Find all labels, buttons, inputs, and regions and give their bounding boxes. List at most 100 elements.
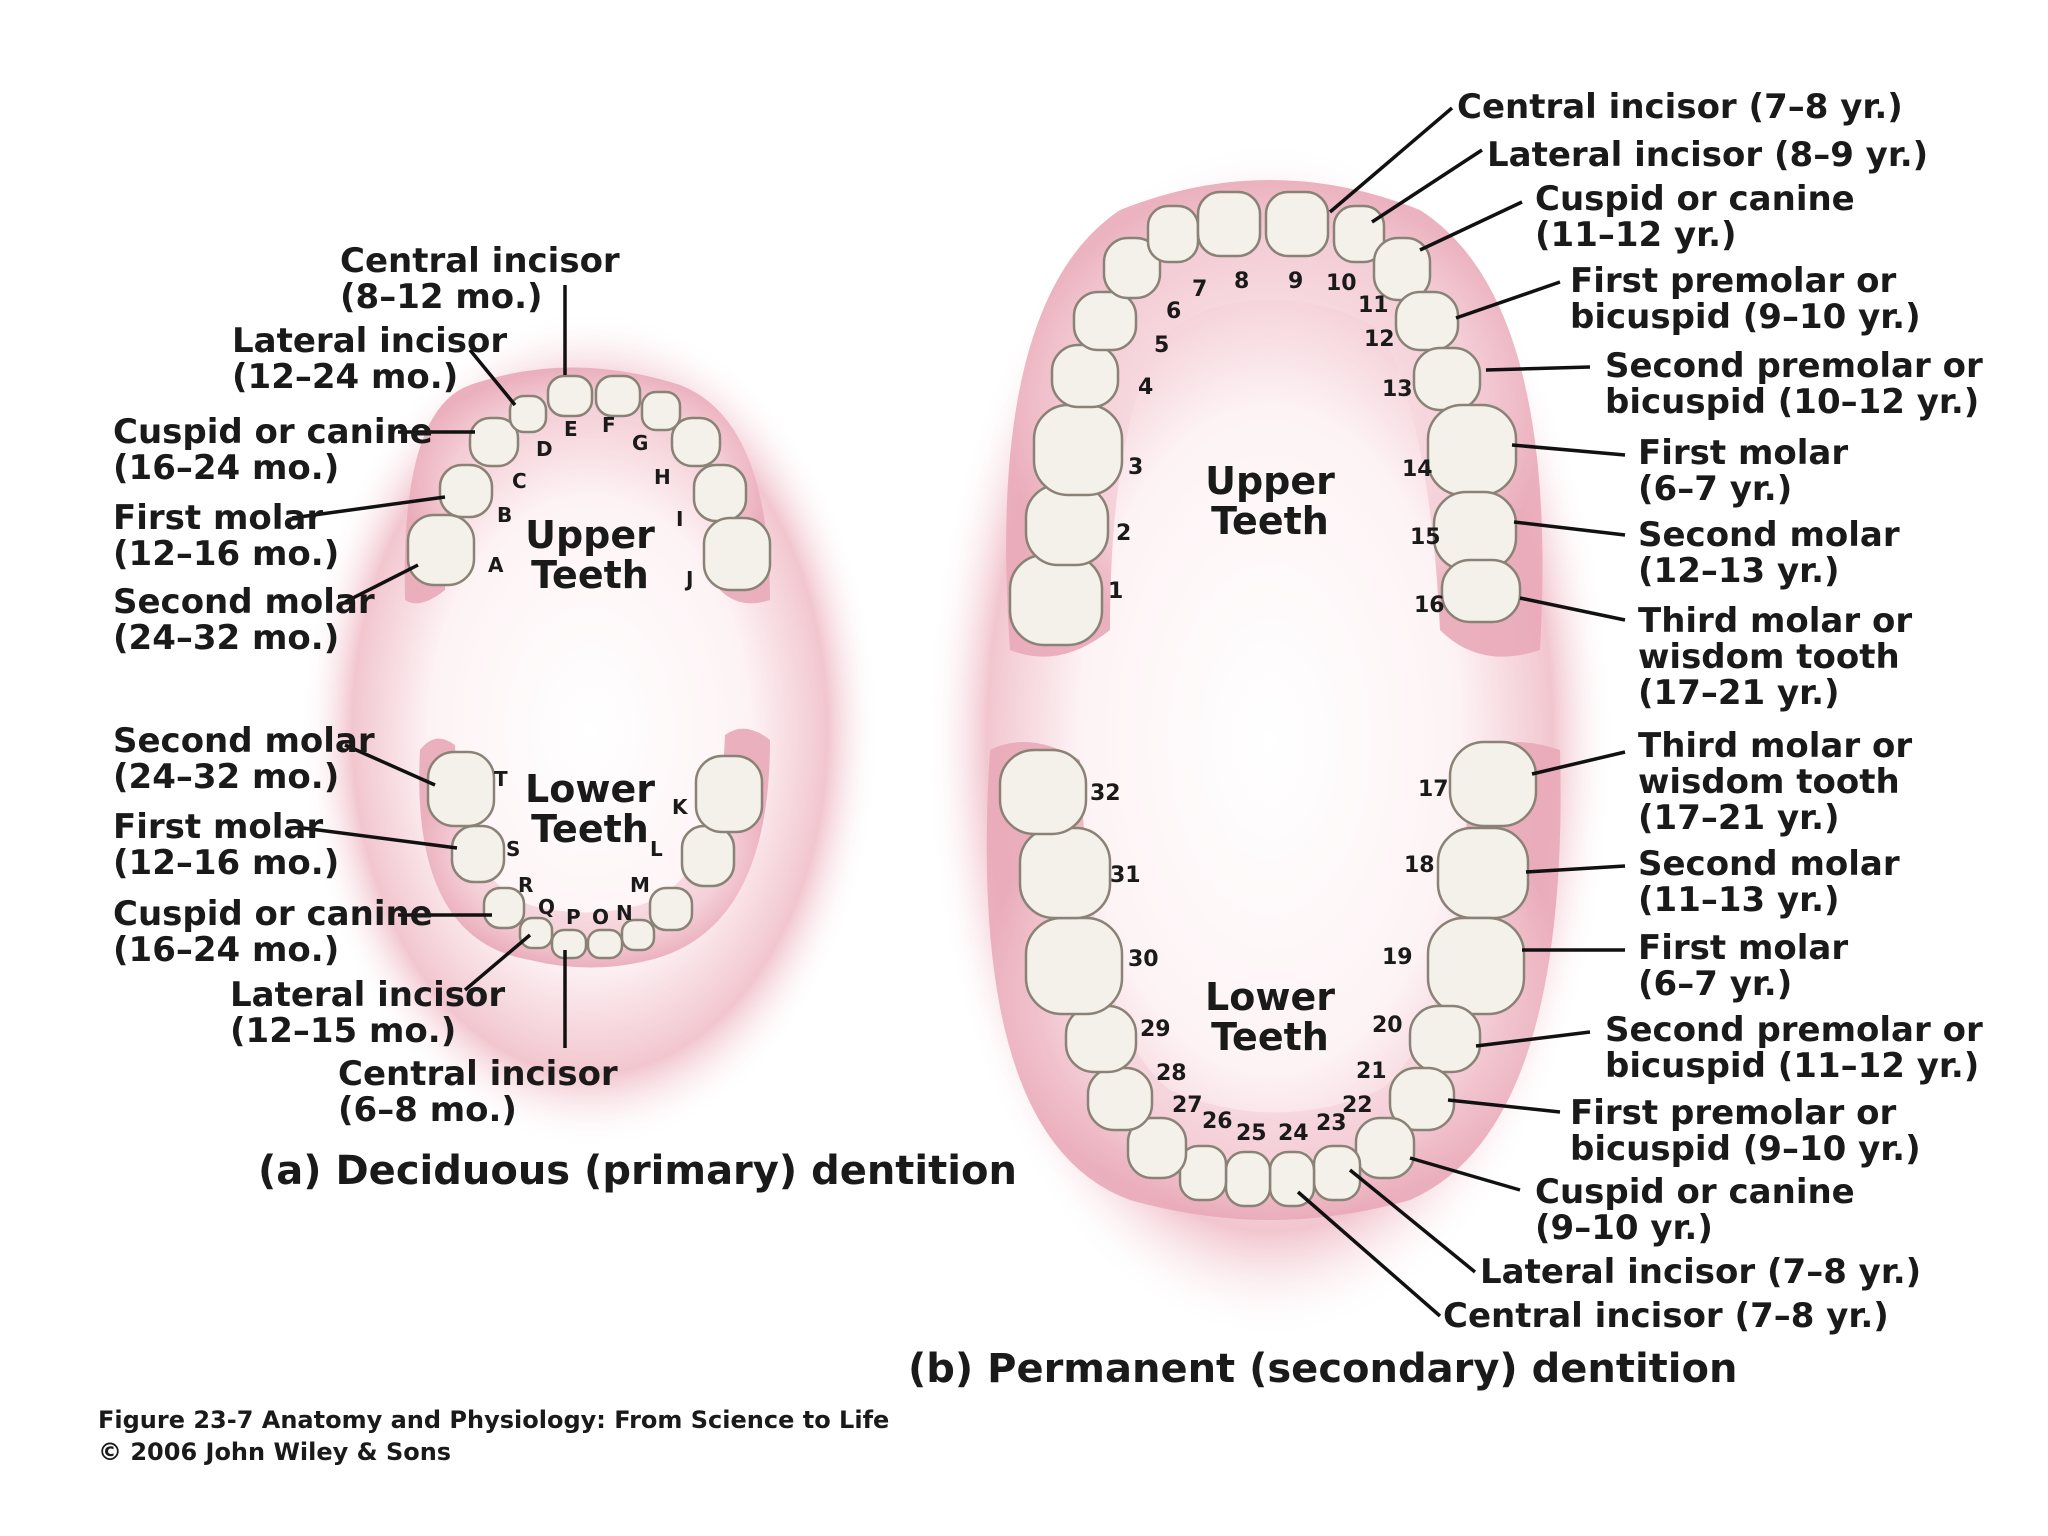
label-u-second-premolar-age: bicuspid (10–12 yr.) xyxy=(1605,382,1979,422)
permanent-dentition: 1 2 3 4 5 6 7 8 9 10 11 12 13 14 15 16 1… xyxy=(908,87,1983,1392)
tooth-letter: I xyxy=(676,507,683,531)
tooth-20 xyxy=(1408,1004,1482,1074)
label-l-third-molar-age: (17–21 yr.) xyxy=(1638,798,1840,838)
leader-line xyxy=(1348,1168,1477,1274)
label-upper-cuspid-age: (16–24 mo.) xyxy=(113,448,339,488)
permanent-upper-teeth xyxy=(1008,190,1522,647)
label-upper-cuspid: Cuspid or canine xyxy=(113,412,433,452)
label-l-second-molar-age: (11–13 yr.) xyxy=(1638,880,1840,920)
label-upper-second-molar: Second molar xyxy=(113,582,375,622)
tooth-7 xyxy=(1146,204,1200,264)
leader-line xyxy=(1511,443,1626,457)
tooth-number: 6 xyxy=(1166,299,1181,324)
leader-line xyxy=(344,563,419,604)
tooth-letter: K xyxy=(672,795,689,819)
tooth-number: 16 xyxy=(1414,593,1445,618)
tooth-number: 15 xyxy=(1410,525,1441,550)
tooth-letter: H xyxy=(654,465,671,489)
label-lower-cuspid: Cuspid or canine xyxy=(113,894,433,934)
label-l-first-premolar: First premolar or xyxy=(1570,1093,1896,1133)
label-l-second-premolar: Second premolar or xyxy=(1605,1010,1983,1050)
label-upper-first-molar-age: (12–16 mo.) xyxy=(113,534,339,574)
tooth-number: 28 xyxy=(1156,1061,1187,1086)
tooth-R xyxy=(482,886,526,930)
tooth-number: 23 xyxy=(1316,1111,1347,1136)
deciduous-upper-title: Teeth xyxy=(531,553,649,597)
label-u-cuspid: Cuspid or canine xyxy=(1535,179,1855,219)
caption-permanent: (b) Permanent (secondary) dentition xyxy=(908,1346,1737,1392)
tooth-L xyxy=(680,824,736,888)
label-upper-first-molar: First molar xyxy=(113,498,323,538)
tooth-number: 12 xyxy=(1364,327,1395,352)
tooth-letter: A xyxy=(488,553,504,577)
tooth-A xyxy=(406,513,476,587)
label-l-first-molar-age: (6–7 yr.) xyxy=(1638,964,1792,1004)
label-l-second-molar: Second molar xyxy=(1638,844,1900,884)
tooth-11 xyxy=(1372,236,1432,302)
label-lower-second-molar-age: (24–32 mo.) xyxy=(113,757,339,797)
figure-credit: Figure 23-7 Anatomy and Physiology: From… xyxy=(98,1406,889,1434)
tooth-number: 1 xyxy=(1108,579,1123,604)
label-l-third-molar-2: wisdom tooth xyxy=(1638,762,1900,802)
tooth-number: 5 xyxy=(1154,333,1169,358)
label-lower-lateral-incisor: Lateral incisor xyxy=(230,975,505,1015)
permanent-lower-title: Teeth xyxy=(1211,1015,1329,1059)
label-u-first-premolar: First premolar or xyxy=(1570,261,1896,301)
tooth-3 xyxy=(1032,403,1124,497)
label-l-first-molar: First molar xyxy=(1638,928,1848,968)
permanent-upper-title: Upper xyxy=(1205,459,1335,503)
tooth-letter: P xyxy=(566,905,581,929)
label-lower-first-molar: First molar xyxy=(113,807,323,847)
tooth-4 xyxy=(1050,343,1120,409)
tooth-19 xyxy=(1426,916,1526,1016)
tooth-number: 25 xyxy=(1236,1121,1267,1146)
tooth-26 xyxy=(1178,1144,1228,1202)
label-u-first-molar: First molar xyxy=(1638,433,1848,473)
tooth-2 xyxy=(1024,483,1110,567)
tooth-9 xyxy=(1264,190,1330,258)
tooth-number: 2 xyxy=(1116,521,1131,546)
tooth-number: 27 xyxy=(1172,1093,1203,1118)
tooth-number: 4 xyxy=(1138,375,1153,400)
tooth-number: 31 xyxy=(1110,863,1141,888)
tooth-15 xyxy=(1432,490,1518,572)
leader-line xyxy=(1531,750,1626,776)
tooth-number: 24 xyxy=(1278,1121,1309,1146)
tooth-letter: L xyxy=(650,837,663,861)
label-l-second-premolar-age: bicuspid (11–12 yr.) xyxy=(1605,1046,1979,1086)
tooth-number: 19 xyxy=(1382,945,1413,970)
permanent-lower-teeth xyxy=(998,740,1538,1208)
label-l-third-molar: Third molar or xyxy=(1638,726,1912,766)
leader-line xyxy=(468,348,517,407)
tooth-number: 20 xyxy=(1372,1013,1403,1038)
tooth-5 xyxy=(1072,290,1138,352)
tooth-number: 13 xyxy=(1382,377,1413,402)
leader-line xyxy=(1475,1030,1591,1048)
leader-line xyxy=(1328,106,1454,214)
tooth-I xyxy=(692,463,748,523)
label-lower-second-molar: Second molar xyxy=(113,721,375,761)
tooth-22 xyxy=(1354,1116,1416,1180)
tooth-C xyxy=(468,416,520,468)
leader-line xyxy=(1296,1190,1442,1318)
tooth-P xyxy=(550,928,588,960)
tooth-number: 3 xyxy=(1128,455,1143,480)
tooth-12 xyxy=(1394,290,1460,352)
tooth-G xyxy=(640,390,682,432)
label-lower-cuspid-age: (16–24 mo.) xyxy=(113,930,339,970)
tooth-number: 11 xyxy=(1358,293,1389,318)
tooth-letter: G xyxy=(632,431,648,455)
deciduous-lower-teeth xyxy=(426,750,764,960)
tooth-25 xyxy=(1224,1150,1272,1208)
tooth-28 xyxy=(1086,1066,1154,1132)
leader-line xyxy=(1447,1098,1561,1114)
label-upper-lateral-incisor-age: (12–24 mo.) xyxy=(232,357,458,397)
label-l-first-premolar-age: bicuspid (9–10 yr.) xyxy=(1570,1129,1921,1169)
tooth-31 xyxy=(1018,826,1112,920)
permanent-upper-title: Teeth xyxy=(1211,499,1329,543)
tooth-number: 14 xyxy=(1402,457,1433,482)
tooth-30 xyxy=(1024,916,1124,1016)
tooth-Q xyxy=(518,916,554,950)
tooth-number: 32 xyxy=(1090,781,1121,806)
